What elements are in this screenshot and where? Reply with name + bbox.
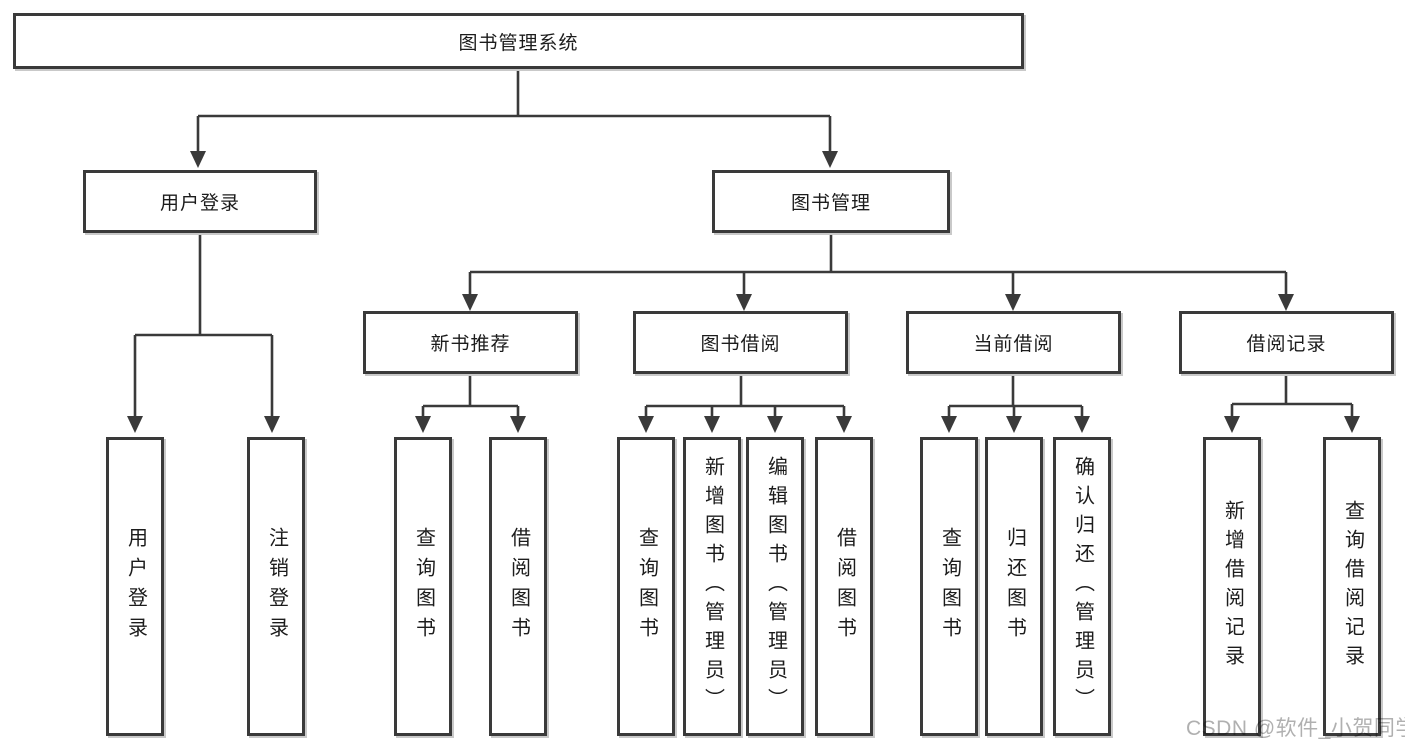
leaf-user-login: 用户登录 <box>106 437 164 736</box>
leaf-query-books-current: 查询图书 <box>920 437 978 736</box>
leaf-borrow-books-borrowing: 借阅图书 <box>815 437 873 736</box>
leaf-return-books: 归还图书 <box>985 437 1043 736</box>
node-borrowing-records: 借阅记录 <box>1179 311 1394 374</box>
leaf-query-books-borrowing: 查询图书 <box>617 437 675 736</box>
node-new-book-recommendation: 新书推荐 <box>363 311 578 374</box>
arrowheads <box>127 151 1360 433</box>
leaf-add-borrow-record: 新增借阅记录 <box>1203 437 1261 736</box>
leaf-confirm-return-admin: 确认归还（管理员） <box>1053 437 1111 736</box>
leaf-query-books-recommend: 查询图书 <box>394 437 452 736</box>
node-current-borrowing: 当前借阅 <box>906 311 1121 374</box>
connector-path <box>133 69 1354 417</box>
watermark-csdn: CSDN @软件_小贺同学 <box>1186 717 1405 740</box>
node-library-system: 图书管理系统 <box>13 13 1024 69</box>
node-book-management: 图书管理 <box>712 170 950 233</box>
leaf-logout-login: 注销登录 <box>247 437 305 736</box>
leaf-add-books-admin: 新增图书（管理员） <box>683 437 741 736</box>
leaf-edit-books-admin: 编辑图书（管理员） <box>746 437 804 736</box>
node-user-login: 用户登录 <box>83 170 317 233</box>
node-book-borrowing: 图书借阅 <box>633 311 848 374</box>
leaf-query-borrow-record: 查询借阅记录 <box>1323 437 1381 736</box>
leaf-borrow-books-recommend: 借阅图书 <box>489 437 547 736</box>
